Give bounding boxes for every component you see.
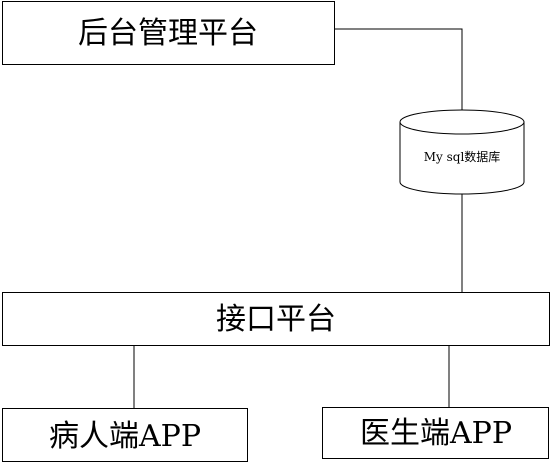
- admin-platform-label: 后台管理平台: [78, 16, 258, 51]
- database-cylinder-top: [399, 109, 525, 135]
- mysql-database-node: My sql数据库: [399, 109, 525, 195]
- api-platform-node: 接口平台: [2, 292, 550, 346]
- patient-app-label: 病人端APP: [49, 419, 201, 454]
- patient-app-node: 病人端APP: [2, 408, 248, 462]
- patient-app-box: [2, 408, 248, 462]
- connectors: [133, 28, 463, 408]
- doctor-app-label: 医生端APP: [360, 416, 512, 451]
- admin-platform-box: [2, 1, 335, 65]
- connector-admin-to-database: [335, 28, 463, 112]
- api-platform-box: [2, 292, 550, 346]
- doctor-app-box: [322, 407, 549, 459]
- admin-platform-node: 后台管理平台: [2, 1, 335, 65]
- doctor-app-node: 医生端APP: [322, 407, 549, 459]
- database-label: My sql数据库: [424, 149, 501, 164]
- database-cylinder-body: [399, 122, 525, 195]
- api-platform-label: 接口平台: [216, 302, 336, 337]
